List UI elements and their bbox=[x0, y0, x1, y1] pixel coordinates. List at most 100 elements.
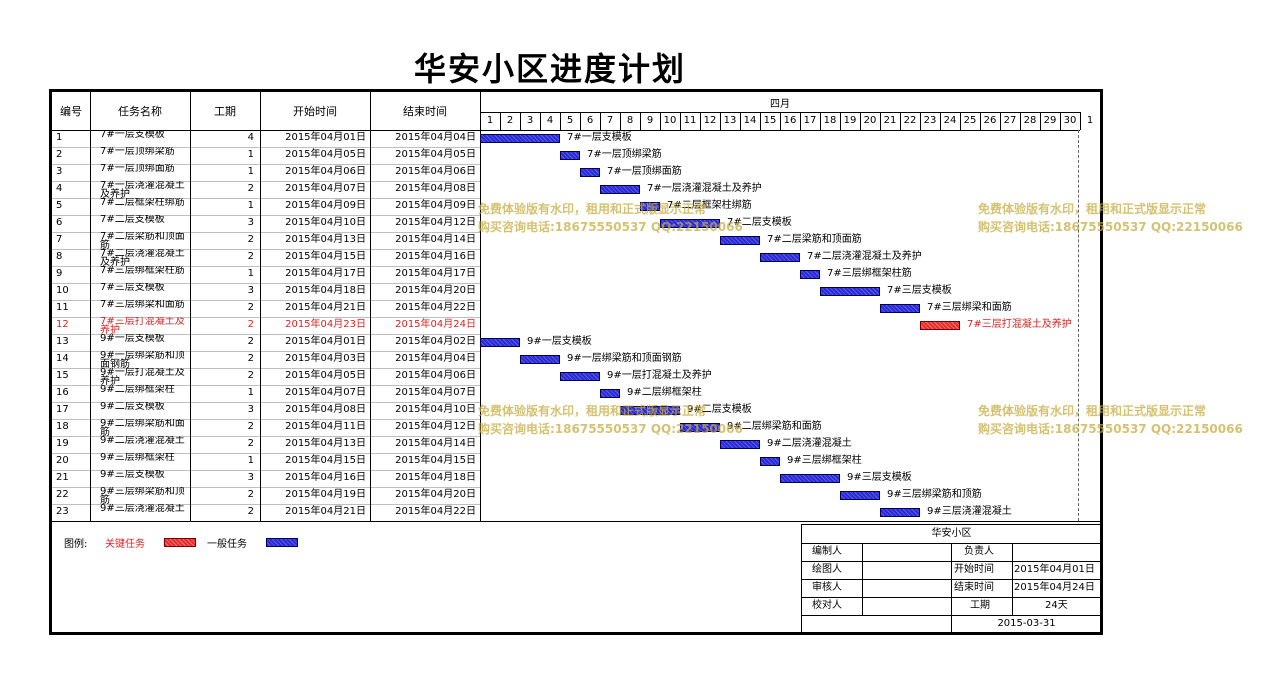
gantt-bar-label: 7#二层支模板 bbox=[727, 217, 792, 228]
day-divider bbox=[720, 112, 721, 130]
task-start: 2015年04月19日 bbox=[285, 489, 366, 500]
tb-drawer-label: 绘图人 bbox=[812, 564, 842, 575]
day-header: 8 bbox=[626, 115, 634, 126]
day-divider bbox=[1100, 92, 1101, 130]
task-duration: 1 bbox=[247, 268, 254, 279]
gantt-bar bbox=[580, 168, 600, 177]
watermark-3b: 购买咨询电话:18675550537 QQ:22150066 bbox=[478, 422, 743, 436]
task-no: 21 bbox=[56, 472, 69, 483]
task-duration: 1 bbox=[247, 455, 254, 466]
tb-compiler-label: 编制人 bbox=[812, 546, 842, 557]
watermark-1a: 免费体验版有水印，租用和正式版显示正常 bbox=[478, 202, 707, 216]
day-divider bbox=[980, 112, 981, 130]
task-start: 2015年04月08日 bbox=[285, 404, 366, 415]
day-divider bbox=[620, 112, 621, 130]
task-start: 2015年04月11日 bbox=[285, 421, 366, 432]
day-divider bbox=[740, 112, 741, 130]
day-divider bbox=[680, 112, 681, 130]
task-no: 15 bbox=[56, 370, 69, 381]
day-divider bbox=[660, 112, 661, 130]
row-divider bbox=[52, 317, 480, 318]
day-header: 1 bbox=[486, 115, 494, 126]
day-divider bbox=[780, 112, 781, 130]
day-header: 17 bbox=[803, 115, 817, 126]
day-divider bbox=[940, 112, 941, 130]
legend-normal-label: 一般任务 bbox=[207, 539, 247, 550]
day-header: 15 bbox=[763, 115, 777, 126]
day-header: 22 bbox=[903, 115, 917, 126]
gantt-bar-label: 7#二层浇灌混凝土及养护 bbox=[807, 251, 922, 262]
gantt-bar-label: 7#三层打混凝土及养护 bbox=[967, 319, 1072, 330]
legend-label: 图例: bbox=[64, 539, 88, 550]
row-divider bbox=[52, 334, 480, 335]
task-name: 9#三层绑梁筋和顶筋 bbox=[100, 487, 185, 504]
header-task-name: 任务名称 bbox=[118, 105, 162, 118]
task-start: 2015年04月07日 bbox=[285, 387, 366, 398]
gantt-bar bbox=[480, 134, 560, 143]
task-no: 20 bbox=[56, 455, 69, 466]
task-name: 7#一层顶绑面筋 bbox=[100, 164, 175, 174]
tb-owner-label: 负责人 bbox=[964, 546, 994, 557]
row-divider bbox=[52, 453, 480, 454]
row-divider bbox=[52, 232, 480, 233]
day-header: 26 bbox=[983, 115, 997, 126]
task-name: 7#一层顶绑梁筋 bbox=[100, 147, 175, 157]
tb-reviewer-label: 审核人 bbox=[812, 582, 842, 593]
day-header: 19 bbox=[843, 115, 857, 126]
task-no: 23 bbox=[56, 506, 69, 517]
task-name: 9#二层绑框架柱 bbox=[100, 385, 175, 395]
task-start: 2015年04月06日 bbox=[285, 166, 366, 177]
day-divider bbox=[1080, 112, 1081, 130]
task-end: 2015年04月08日 bbox=[395, 183, 476, 194]
task-start: 2015年04月21日 bbox=[285, 506, 366, 517]
task-name: 9#三层浇灌混凝土 bbox=[100, 504, 185, 514]
task-name: 9#一层支模板 bbox=[100, 334, 165, 344]
gantt-bar bbox=[820, 287, 880, 296]
page-title: 华安小区进度计划 bbox=[413, 50, 686, 88]
gantt-bar-label: 7#三层绑框架柱筋 bbox=[827, 268, 912, 279]
day-header: 20 bbox=[863, 115, 877, 126]
header-divider bbox=[52, 130, 1080, 131]
task-end: 2015年04月18日 bbox=[395, 472, 476, 483]
task-no: 19 bbox=[56, 438, 69, 449]
gantt-bar bbox=[680, 423, 720, 432]
task-end: 2015年04月20日 bbox=[395, 285, 476, 296]
task-start: 2015年04月18日 bbox=[285, 285, 366, 296]
gantt-bar-label: 7#二层梁筋和顶面筋 bbox=[767, 234, 862, 245]
row-divider bbox=[52, 402, 480, 403]
day-divider bbox=[540, 112, 541, 130]
task-name: 9#一层绑梁筋和顶面钢筋 bbox=[100, 351, 185, 368]
task-duration: 3 bbox=[247, 472, 254, 483]
header-duration: 工期 bbox=[214, 105, 236, 118]
day-header: 25 bbox=[963, 115, 977, 126]
day-divider bbox=[820, 112, 821, 130]
task-duration: 2 bbox=[247, 302, 254, 313]
tb-date: 2015-03-31 bbox=[997, 618, 1056, 629]
tb-start: 2015年04月01日 bbox=[1014, 564, 1095, 575]
column-divider bbox=[370, 92, 371, 521]
task-start: 2015年04月01日 bbox=[285, 336, 366, 347]
day-header: 28 bbox=[1023, 115, 1037, 126]
legend-normal-swatch bbox=[266, 538, 298, 547]
task-start: 2015年04月03日 bbox=[285, 353, 366, 364]
task-end: 2015年04月07日 bbox=[395, 387, 476, 398]
task-no: 18 bbox=[56, 421, 69, 432]
task-duration: 2 bbox=[247, 353, 254, 364]
header-no: 编号 bbox=[60, 105, 82, 118]
row-divider bbox=[52, 368, 480, 369]
day-header: 7 bbox=[606, 115, 614, 126]
gantt-bar-label: 9#一层支模板 bbox=[527, 336, 592, 347]
task-duration: 3 bbox=[247, 404, 254, 415]
gantt-bar-label: 9#二层支模板 bbox=[687, 404, 752, 415]
task-duration: 2 bbox=[247, 319, 254, 330]
gantt-bar-label: 7#一层顶绑梁筋 bbox=[587, 149, 662, 160]
day-header: 21 bbox=[883, 115, 897, 126]
day-divider bbox=[920, 112, 921, 130]
day-header: 1 bbox=[1086, 115, 1094, 126]
